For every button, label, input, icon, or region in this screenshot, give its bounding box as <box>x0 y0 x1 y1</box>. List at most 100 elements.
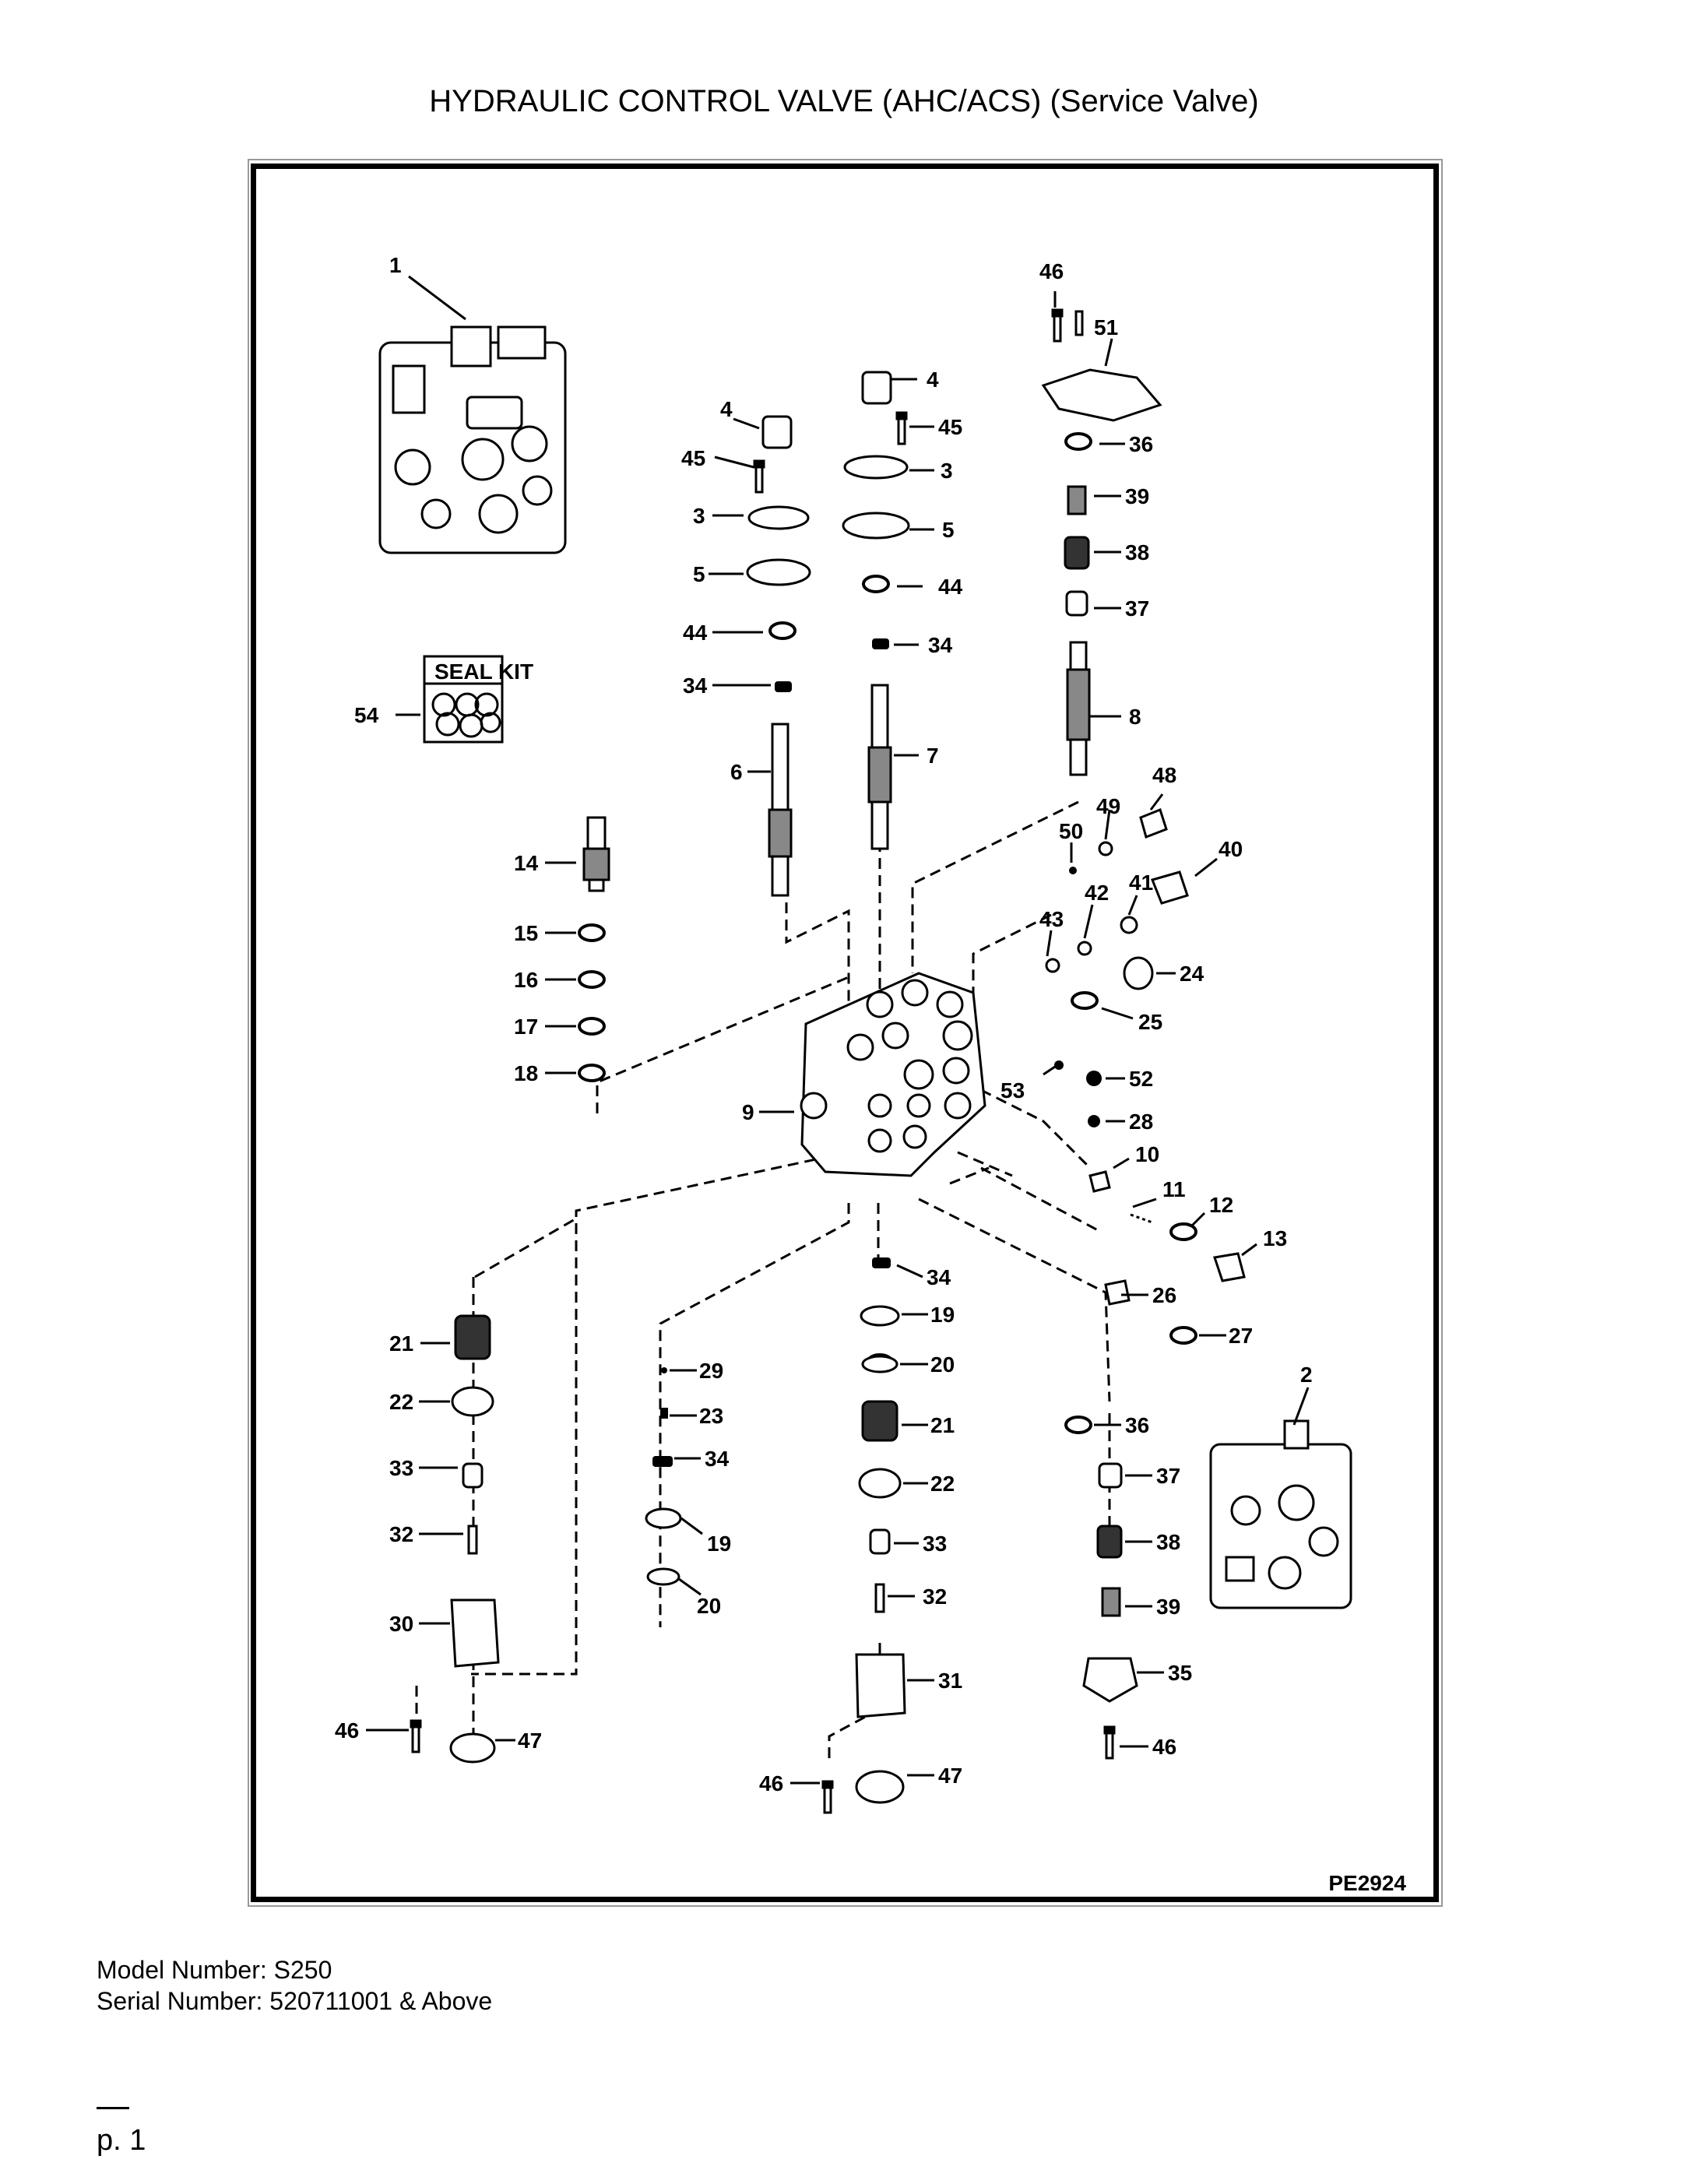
callout-51: 51 <box>1094 315 1118 339</box>
callout-19: 19 <box>707 1532 731 1556</box>
o-rings <box>578 432 1197 1434</box>
callout-45: 45 <box>938 415 962 439</box>
callout-25: 25 <box>1138 1010 1162 1034</box>
small-seals <box>652 638 1138 1467</box>
valve-assembly-illustration <box>378 325 567 554</box>
callout-20: 20 <box>697 1594 721 1618</box>
callout-42: 42 <box>1085 881 1109 905</box>
model-number: Model Number: S250 <box>97 1956 332 1984</box>
callout-34: 34 <box>927 1265 951 1289</box>
callout-40: 40 <box>1219 837 1243 861</box>
callout-14: 14 <box>514 851 539 875</box>
callout-26: 26 <box>1152 1283 1176 1307</box>
callout-32: 32 <box>389 1522 413 1546</box>
page-number: p. 1 <box>97 2124 146 2157</box>
callout-46: 46 <box>1152 1735 1176 1759</box>
callout-4: 4 <box>927 368 939 392</box>
callout-24: 24 <box>1180 962 1204 986</box>
page-rule <box>97 2107 129 2109</box>
callout-47: 47 <box>938 1764 962 1788</box>
spool-caps-and-plates <box>746 310 1162 617</box>
callout-5: 5 <box>693 562 705 586</box>
callout-38: 38 <box>1156 1530 1180 1554</box>
callout-52: 52 <box>1129 1067 1153 1091</box>
callout-12: 12 <box>1209 1193 1233 1217</box>
figure-reference: PE2924 <box>1328 1871 1406 1895</box>
callout-28: 28 <box>1129 1110 1153 1134</box>
callout-49: 49 <box>1096 794 1120 818</box>
callout-10: 10 <box>1135 1142 1159 1166</box>
callout-3: 3 <box>693 504 705 528</box>
callout-34: 34 <box>705 1447 730 1471</box>
callout-4: 4 <box>720 397 733 421</box>
callout-37: 37 <box>1156 1464 1180 1488</box>
callout-5: 5 <box>942 518 955 542</box>
lower-middle-stack <box>645 1305 906 1814</box>
callout-20: 20 <box>930 1352 955 1377</box>
callout-46: 46 <box>1039 259 1064 283</box>
callout-leaders <box>366 275 1310 1785</box>
callout-6: 6 <box>730 760 743 784</box>
diagram-frame <box>251 164 1439 1902</box>
callout-36: 36 <box>1125 1413 1149 1437</box>
lower-right-stack <box>753 308 1138 1760</box>
callout-18: 18 <box>514 1061 538 1085</box>
seal-kit-illustration <box>423 655 504 744</box>
callout-44: 44 <box>938 575 963 599</box>
callout-35: 35 <box>1168 1661 1192 1685</box>
callout-34: 34 <box>683 673 708 698</box>
diagram-frame-outer <box>248 159 1443 1907</box>
callout-46: 46 <box>335 1718 359 1743</box>
callout-39: 39 <box>1156 1595 1180 1619</box>
port-fittings <box>1088 808 1246 1306</box>
callout-47: 47 <box>518 1729 542 1753</box>
serial-number: Serial Number: 520711001 & Above <box>97 1987 493 2015</box>
callout-27: 27 <box>1229 1324 1253 1348</box>
callout-16: 16 <box>514 968 538 992</box>
callout-22: 22 <box>389 1390 413 1414</box>
callout-15: 15 <box>514 921 538 945</box>
callout-22: 22 <box>930 1472 955 1496</box>
callout-46: 46 <box>759 1771 783 1795</box>
callout-39: 39 <box>1125 484 1149 508</box>
callout-48: 48 <box>1152 763 1176 787</box>
valve-body-illustration <box>800 972 986 1177</box>
spool-8 <box>1066 641 1091 776</box>
page-title: HYDRAULIC CONTROL VALVE (AHC/ACS) (Servi… <box>429 84 1259 118</box>
spool-6 <box>768 723 793 897</box>
callout-29: 29 <box>699 1359 723 1383</box>
seal-kit-label: SEAL KIT <box>434 659 533 684</box>
callout-33: 33 <box>389 1456 413 1480</box>
callout-31: 31 <box>938 1669 962 1693</box>
callout-21: 21 <box>389 1331 413 1356</box>
callout-1: 1 <box>389 253 402 277</box>
callout-7: 7 <box>927 744 939 768</box>
assembly-lines <box>415 800 1111 1764</box>
callout-23: 23 <box>699 1404 723 1428</box>
callout-2: 2 <box>1300 1363 1313 1387</box>
callout-30: 30 <box>389 1612 413 1636</box>
callout-9: 9 <box>742 1100 754 1124</box>
callout-45: 45 <box>681 446 705 470</box>
callout-44: 44 <box>683 621 708 645</box>
callout-17: 17 <box>514 1015 538 1039</box>
callout-54: 54 <box>354 703 379 727</box>
relief-valve-14 <box>582 816 610 892</box>
callout-13: 13 <box>1263 1226 1287 1250</box>
callout-50: 50 <box>1059 819 1083 843</box>
callout-36: 36 <box>1129 432 1153 456</box>
callout-38: 38 <box>1125 540 1149 564</box>
callout-11: 11 <box>1162 1177 1186 1201</box>
valve-section-illustration <box>1209 1419 1352 1609</box>
callout-3: 3 <box>941 459 953 483</box>
callout-21: 21 <box>930 1413 955 1437</box>
callout-19: 19 <box>930 1303 955 1327</box>
callout-34: 34 <box>928 633 953 657</box>
callout-32: 32 <box>923 1584 947 1609</box>
spool-7 <box>867 684 892 850</box>
callout-53: 53 <box>1000 1078 1025 1103</box>
callout-43: 43 <box>1039 907 1064 931</box>
callout-41: 41 <box>1129 870 1153 895</box>
callout-labels: 1 2 3 3 4 4 5 5 6 7 8 9 10 11 12 13 14 1… <box>335 253 1313 1795</box>
